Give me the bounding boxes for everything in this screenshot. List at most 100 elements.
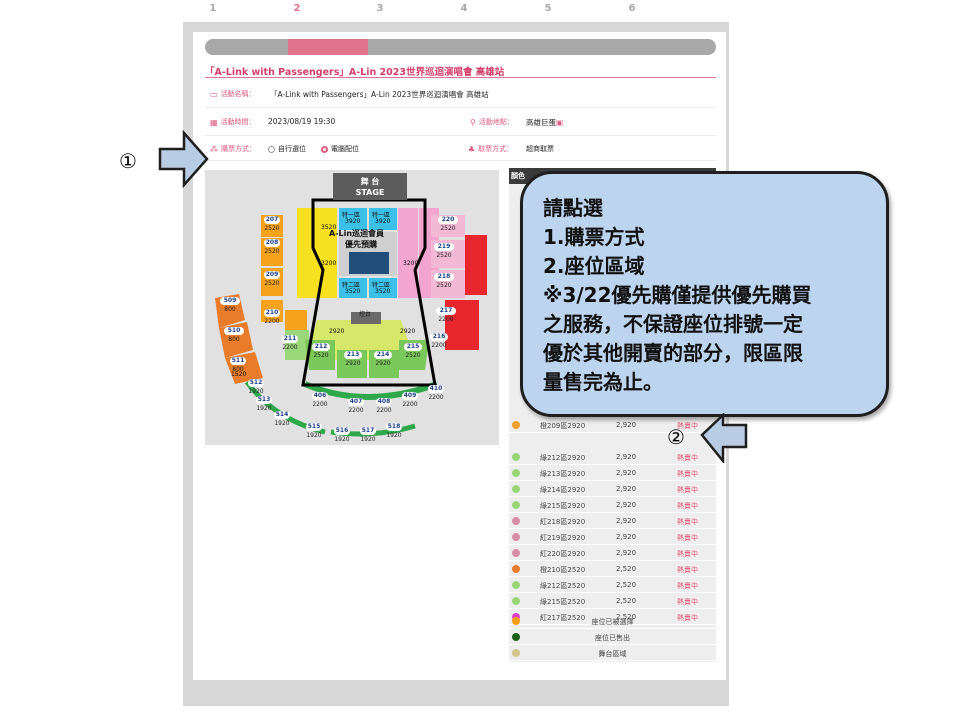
color-dot (512, 469, 520, 477)
divider (205, 107, 716, 108)
row-name: 綠212區2520 (540, 582, 586, 590)
row-name: 綠215區2520 (540, 598, 586, 606)
floor-left-inner-shape[interactable] (315, 208, 337, 298)
row-status: 熱賣中 (677, 470, 698, 478)
control-booth-shape (351, 312, 381, 324)
row-price: 2,920 (616, 453, 637, 461)
special-1-right-label: 特一區 (372, 212, 391, 219)
pickup-method-label: ♣取票方式： (468, 144, 514, 154)
purchase-option-auto-assign[interactable]: 電腦配位 (321, 144, 359, 154)
legend-label: 座位已售出 (595, 634, 630, 642)
radio-selected-icon[interactable] (321, 145, 328, 153)
special-1-left-shape[interactable] (339, 208, 367, 230)
row-status: 熱賣中 (677, 534, 698, 542)
callout-line: 量售完為止。 (543, 370, 663, 394)
event-name-label: ▭活動名稱： (210, 89, 256, 99)
row-name: 橙210區2520 (540, 566, 586, 574)
section-217-red-shape[interactable] (465, 235, 487, 295)
callout-line: 優於其他開賣的部分，限區限 (543, 341, 803, 365)
row-price: 2,920 (616, 517, 637, 525)
special-1-right-shape[interactable] (369, 208, 397, 230)
color-dot (512, 549, 520, 557)
map-icon: ▣ (556, 118, 564, 127)
row-name: 橙209區2920 (540, 422, 586, 430)
row-status: 熱賣中 (677, 486, 698, 494)
row-price: 2,920 (616, 501, 637, 509)
section-210b-shape[interactable] (285, 310, 307, 332)
event-name-value: 「A-Link with Passengers」A-Lin 2023世界巡迴演唱… (270, 90, 489, 99)
event-title: 「A-Link with Passengers」A-Lin 2023世界巡迴演唱… (205, 67, 505, 78)
special-2-left-label: 特二區 (342, 282, 361, 289)
legend-dot (512, 633, 520, 641)
legend-label: 座位已被選擇 (591, 618, 634, 626)
special-2-right-shape[interactable] (369, 278, 397, 298)
event-time-value: 2023/08/19 19:30 (268, 117, 336, 126)
row-status: 熱賣中 (677, 566, 698, 574)
row-name: 紅219區2920 (540, 534, 586, 542)
special-2-left-shape[interactable] (339, 278, 367, 298)
radio-icon[interactable] (268, 145, 275, 153)
event-venue-value[interactable]: 高雄巨蛋▣ (526, 118, 564, 127)
floor-left-shape[interactable] (297, 208, 315, 298)
vip-subtitle: 優先預購 (345, 240, 377, 249)
floor-right-shape[interactable] (398, 208, 418, 298)
event-time-label: ▦活動時間： (210, 117, 256, 127)
special-2-left-price: 3520 (345, 288, 361, 295)
calendar-icon: ▦ (210, 117, 218, 127)
pickup-method-value: 超商取票 (526, 145, 554, 153)
purchase-method-label: ⁂購票方式： (210, 144, 256, 154)
callout-line: 之服務，不保證座位排號一定 (543, 312, 803, 336)
row-status: 熱賣中 (677, 422, 698, 430)
row-name: 綠215區2920 (540, 502, 586, 510)
row-price: 2,520 (616, 565, 637, 573)
outer-ring-green[interactable] (303, 381, 439, 400)
row-name: 綠212區2920 (540, 454, 586, 462)
table-row[interactable]: 橙210區2520 2,520 熱賣中 (509, 561, 716, 577)
purchase-option-self-select[interactable]: 自行選位 (268, 144, 306, 154)
